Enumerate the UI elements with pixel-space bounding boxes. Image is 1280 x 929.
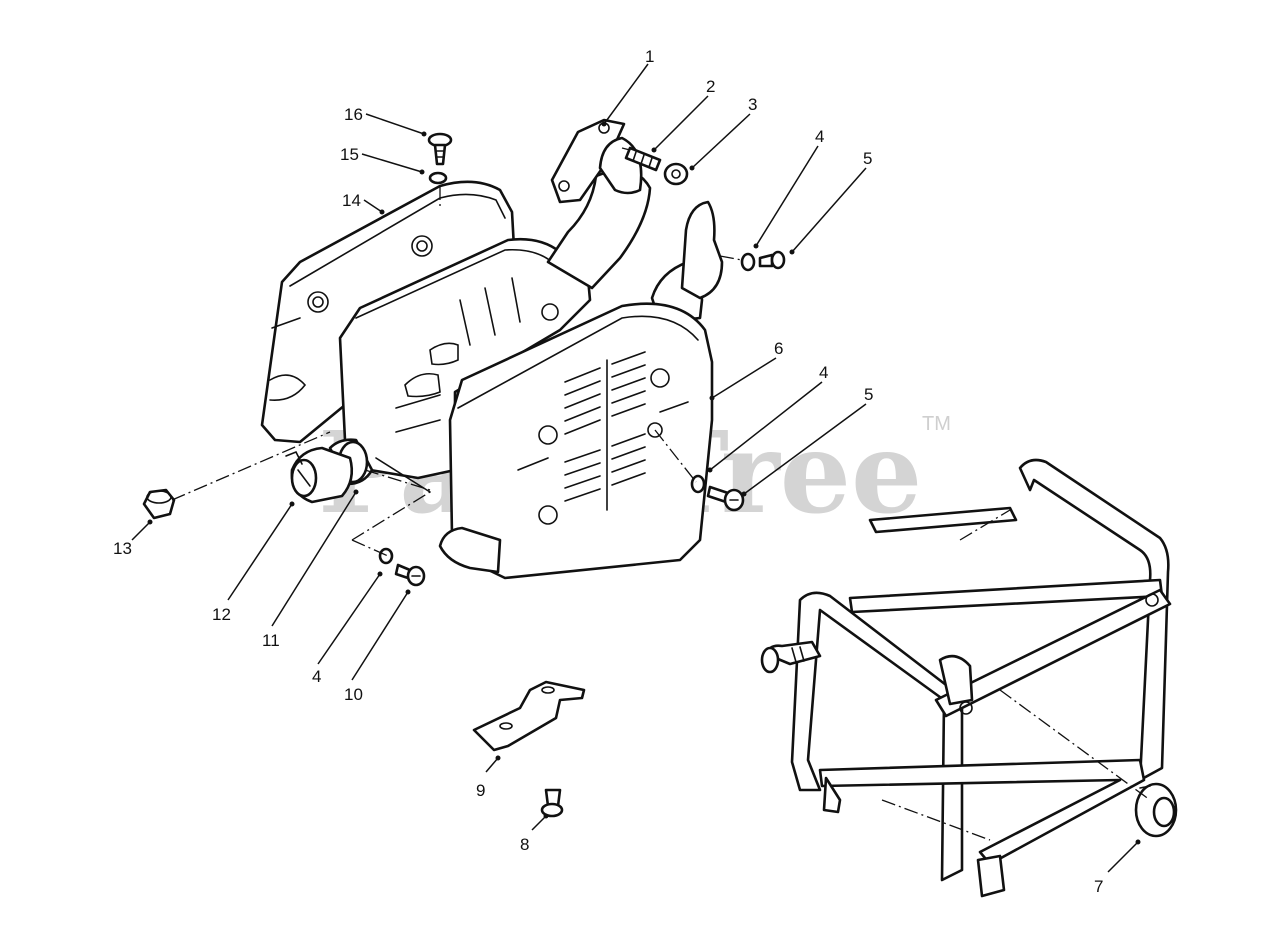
callout-7: 7: [1094, 877, 1103, 896]
callout-4-mid: 4: [819, 363, 828, 382]
part-bracket: [472, 680, 586, 752]
part-top-washer: [428, 171, 448, 185]
part-exhaust-pipe: [546, 118, 652, 290]
part-washer-upper: [740, 252, 756, 272]
part-muffler-front: [438, 200, 724, 580]
part-washer-mid: [690, 474, 706, 494]
callout-2: 2: [706, 77, 715, 96]
callout-9: 9: [476, 781, 485, 800]
callout-8: 8: [520, 835, 529, 854]
callout-labels: 1 2 3 4 5 6 4 5 16 15 14 13 12 11 4 10 9…: [113, 47, 1103, 896]
callout-11: 11: [262, 631, 280, 650]
part-screw-lower: [394, 563, 426, 587]
part-nut: [663, 162, 689, 186]
part-top-screw: [427, 132, 453, 166]
callout-3: 3: [748, 95, 757, 114]
callout-15: 15: [340, 145, 359, 164]
part-plug: [142, 488, 176, 520]
callout-12: 12: [212, 605, 231, 624]
watermark-trademark: TM: [922, 413, 951, 435]
callout-10: 10: [344, 685, 363, 704]
part-spark-arrestor: [285, 446, 354, 504]
callout-5-mid: 5: [864, 385, 873, 404]
assembly-lines: [171, 147, 743, 557]
callout-14: 14: [342, 191, 361, 210]
part-washer-lower: [378, 547, 394, 565]
callout-5-upper: 5: [863, 149, 872, 168]
callout-4-lower: 4: [312, 667, 321, 686]
callout-16: 16: [344, 105, 363, 124]
part-stud: [624, 146, 662, 172]
callout-6: 6: [774, 339, 783, 358]
callout-1: 1: [645, 47, 654, 66]
callout-13: 13: [113, 539, 132, 558]
part-frame: [760, 458, 1178, 898]
part-screw-upper: [758, 250, 786, 270]
part-screw-mid: [706, 485, 745, 512]
callout-leaders: [131, 63, 1141, 873]
part-bolt: [540, 788, 564, 818]
callout-4-upper: 4: [815, 127, 824, 146]
